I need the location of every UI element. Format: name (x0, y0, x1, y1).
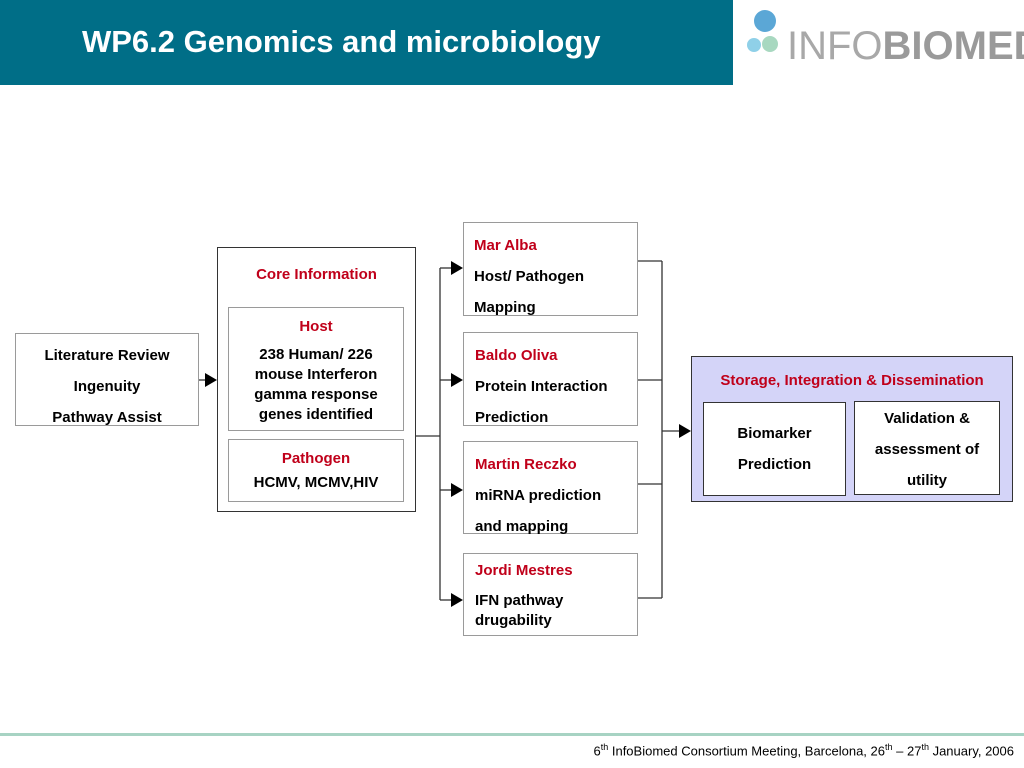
arrowhead-icon (451, 261, 463, 275)
literature-review-box: Literature Review Ingenuity Pathway Assi… (15, 333, 199, 426)
footer-part: – 27 (892, 743, 922, 759)
partner-task-line: Protein Interaction (475, 378, 608, 395)
footer-text: 6th InfoBiomed Consortium Meeting, Barce… (593, 742, 1014, 758)
partner-task-line: IFN pathway (475, 592, 564, 609)
pathogen-title: Pathogen (281, 450, 351, 467)
partner-name: Jordi Mestres (475, 562, 573, 579)
literature-line: Pathway Assist (52, 409, 162, 426)
partner-task-line: Mapping (474, 299, 536, 316)
partner-name: Mar Alba (474, 237, 537, 254)
biomarker-prediction-box: Biomarker Prediction (703, 402, 846, 496)
core-information-title: Core Information (256, 266, 377, 283)
footer-part: January, 2006 (928, 743, 1014, 759)
storage-title: Storage, Integration & Dissemination (720, 372, 984, 389)
partner-box-jordi-mestres: Jordi Mestres IFN pathway drugability (463, 553, 638, 636)
partner-box-martin-reczko: Martin Reczko miRNA prediction and mappi… (463, 441, 638, 535)
partner-task-line: Host/ Pathogen (474, 268, 585, 285)
partner-box-mar-alba: Mar Alba Host/ Pathogen Mapping (463, 222, 638, 316)
logo-wordmark: INFOBIOMED (787, 24, 1024, 69)
partner-box-baldo-oliva: Baldo Oliva Protein Interaction Predicti… (463, 332, 638, 426)
pathogen-box: Pathogen HCMV, MCMV,HIV (228, 439, 404, 502)
host-box: Host 238 Human/ 226 mouse Interferon gam… (228, 307, 404, 431)
title-bar: WP6.2 Genomics and microbiology (0, 0, 733, 85)
partner-name: Martin Reczko (475, 456, 577, 473)
arrowhead-icon (451, 373, 463, 387)
partner-task-line: Prediction (475, 409, 549, 426)
footer-part: 6 (593, 743, 601, 759)
validation-box: Validation & assessment of utility (854, 401, 1000, 495)
footer-part: InfoBiomed Consortium Meeting, Barcelona… (608, 743, 885, 759)
logo-dot-icon (762, 36, 778, 52)
arrowhead-icon (451, 483, 463, 497)
pathogen-text: HCMV, MCMV,HIV (253, 474, 379, 491)
arrowhead-icon (679, 424, 691, 438)
footer-sup: th (600, 742, 609, 752)
partner-task-line: and mapping (475, 518, 569, 535)
biomarker-line: Biomarker (737, 425, 812, 442)
logo-prefix: INFO (787, 24, 883, 68)
footer-rule (0, 733, 1024, 736)
partner-task-line: drugability (475, 612, 552, 629)
partner-task-line: miRNA prediction (475, 487, 602, 504)
logo-dot-icon (754, 10, 776, 32)
host-text: 238 Human/ 226 mouse Interferon gamma re… (254, 346, 378, 423)
validation-line: Validation & (884, 410, 970, 427)
arrowhead-icon (451, 593, 463, 607)
literature-line: Ingenuity (73, 378, 141, 395)
literature-line: Literature Review (44, 347, 170, 364)
arrowhead-icon (205, 373, 217, 387)
validation-line: utility (907, 472, 947, 489)
validation-line: assessment of (874, 441, 980, 458)
footer-sup: th (921, 742, 929, 752)
logo-suffix: BIOMED (882, 24, 1024, 68)
partner-name: Baldo Oliva (475, 347, 558, 364)
infobiomed-logo: INFOBIOMED (744, 8, 1024, 78)
slide-title: WP6.2 Genomics and microbiology (82, 24, 601, 59)
footer-sup: th (885, 742, 893, 752)
host-title: Host (299, 318, 333, 335)
biomarker-line: Prediction (737, 456, 812, 473)
logo-dot-icon (747, 38, 761, 52)
